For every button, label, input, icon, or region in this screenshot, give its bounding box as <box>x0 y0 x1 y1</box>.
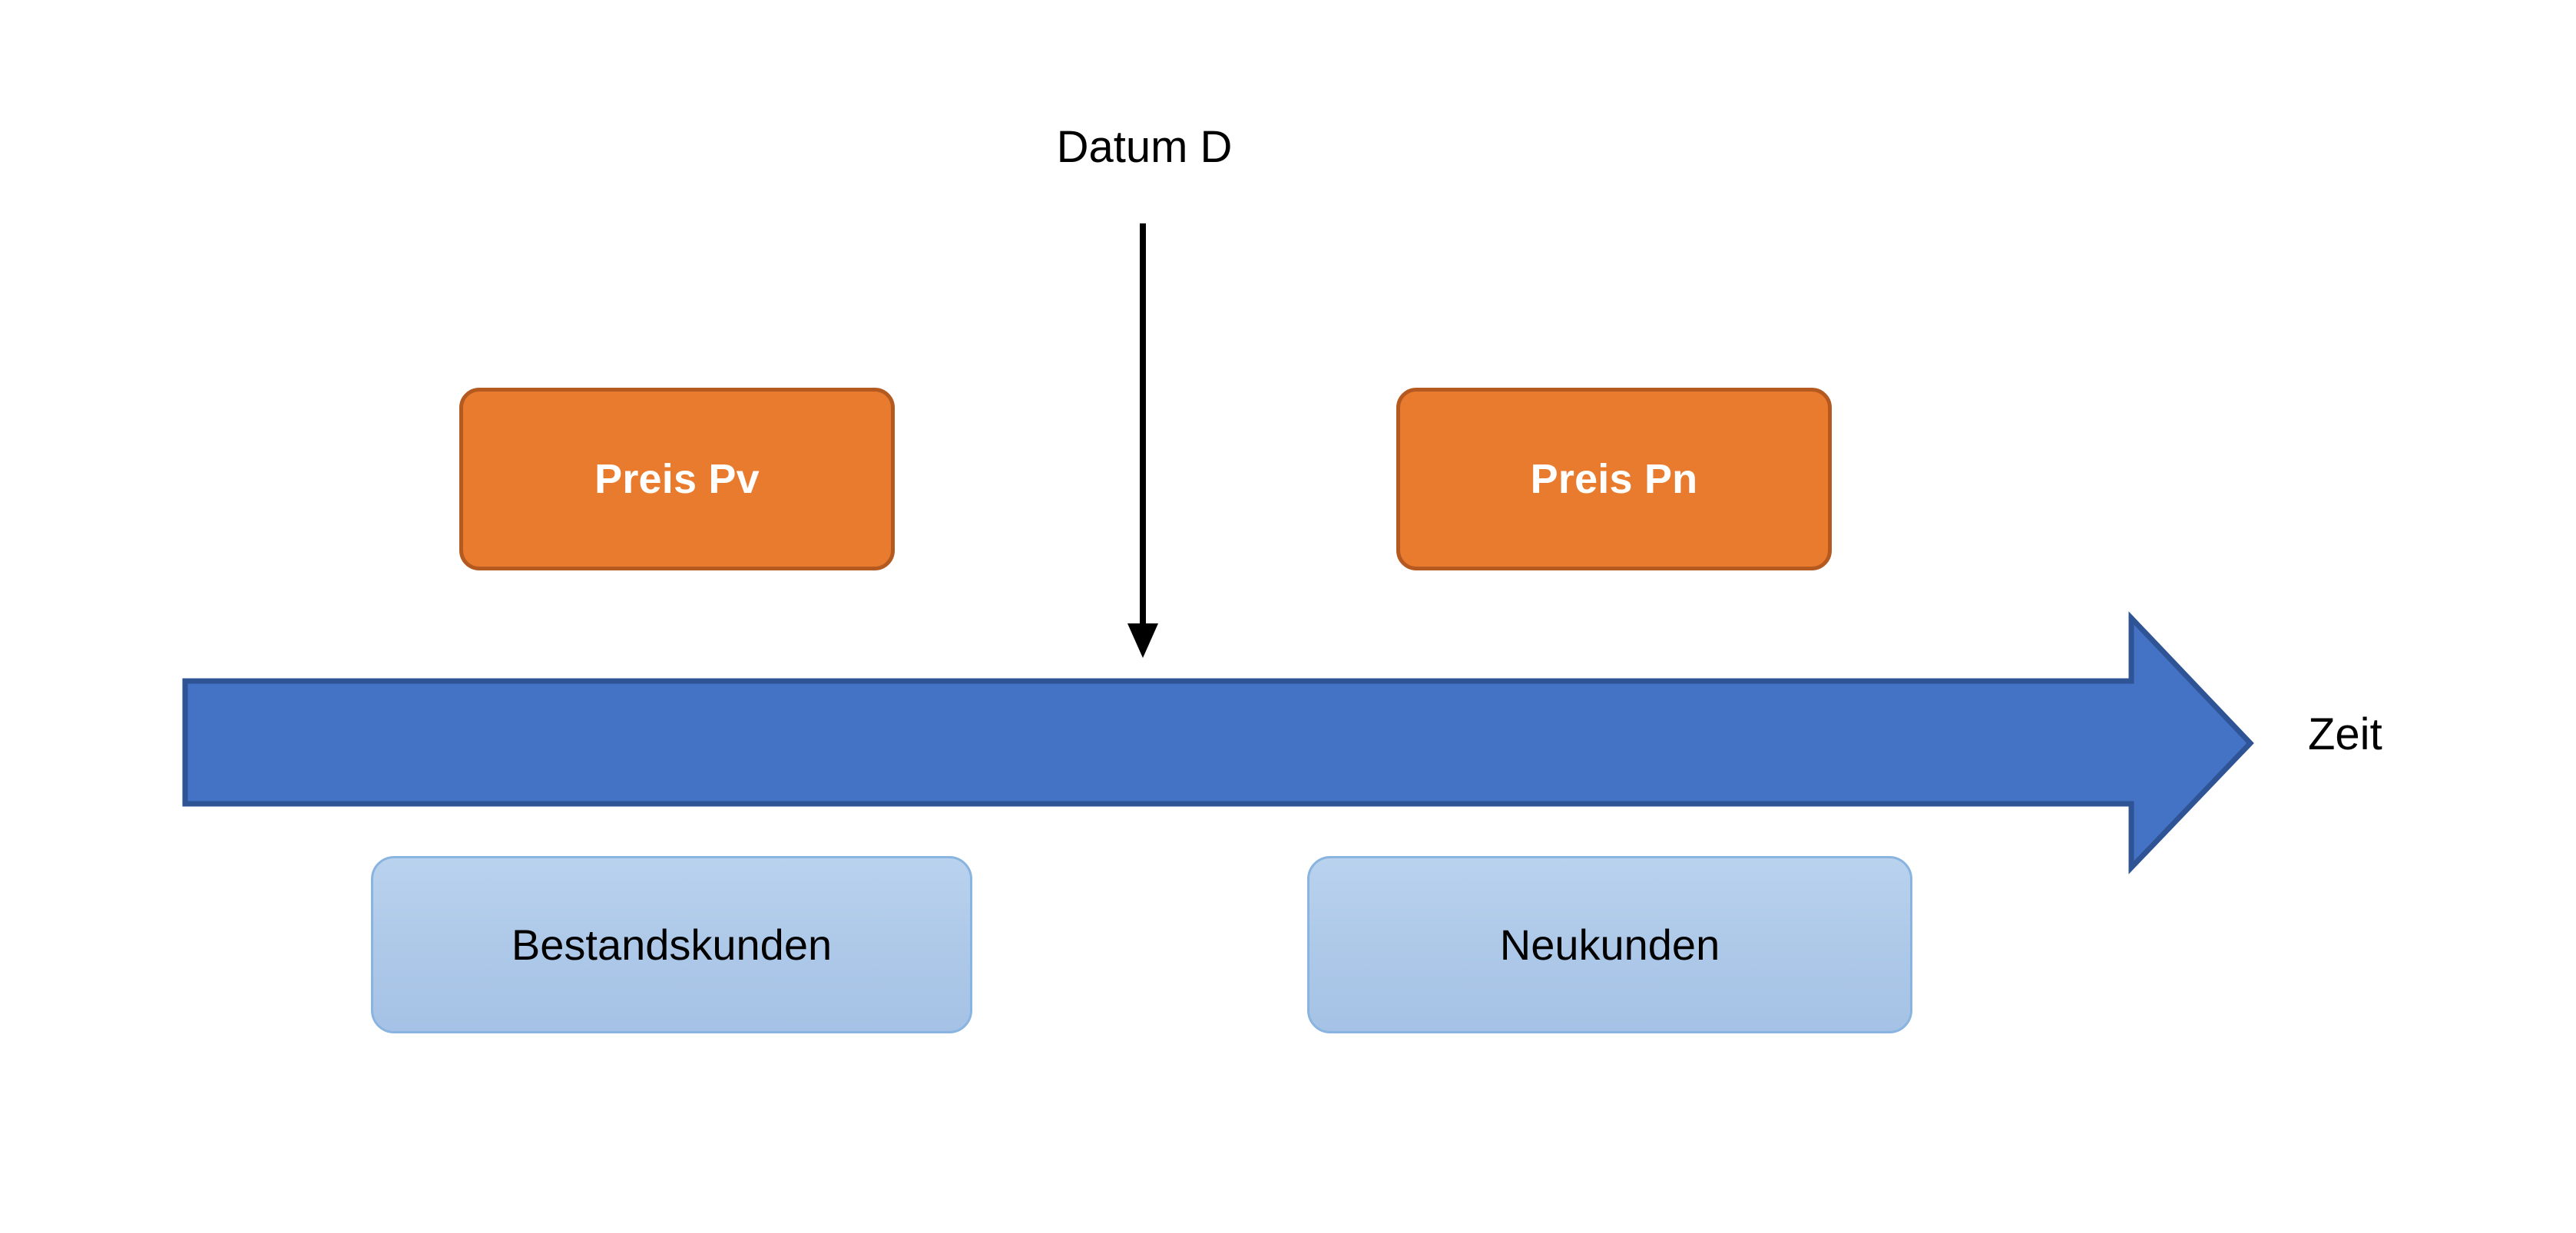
datum-label: Datum D <box>1056 122 1233 172</box>
time-axis-label: Zeit <box>2308 709 2382 759</box>
down-arrow-icon <box>1127 223 1158 658</box>
price-box-after[interactable]: Preis Pn <box>1396 388 1832 570</box>
price-box-after-label: Preis Pn <box>1530 456 1698 502</box>
price-box-before[interactable]: Preis Pv <box>459 388 895 570</box>
customer-box-new[interactable]: Neukunden <box>1307 856 1912 1033</box>
price-box-before-label: Preis Pv <box>594 456 760 502</box>
customer-box-existing[interactable]: Bestandskunden <box>371 856 972 1033</box>
customer-box-new-label: Neukunden <box>1499 921 1720 969</box>
right-arrow-icon <box>182 611 2254 874</box>
customer-box-existing-label: Bestandskunden <box>511 921 833 969</box>
